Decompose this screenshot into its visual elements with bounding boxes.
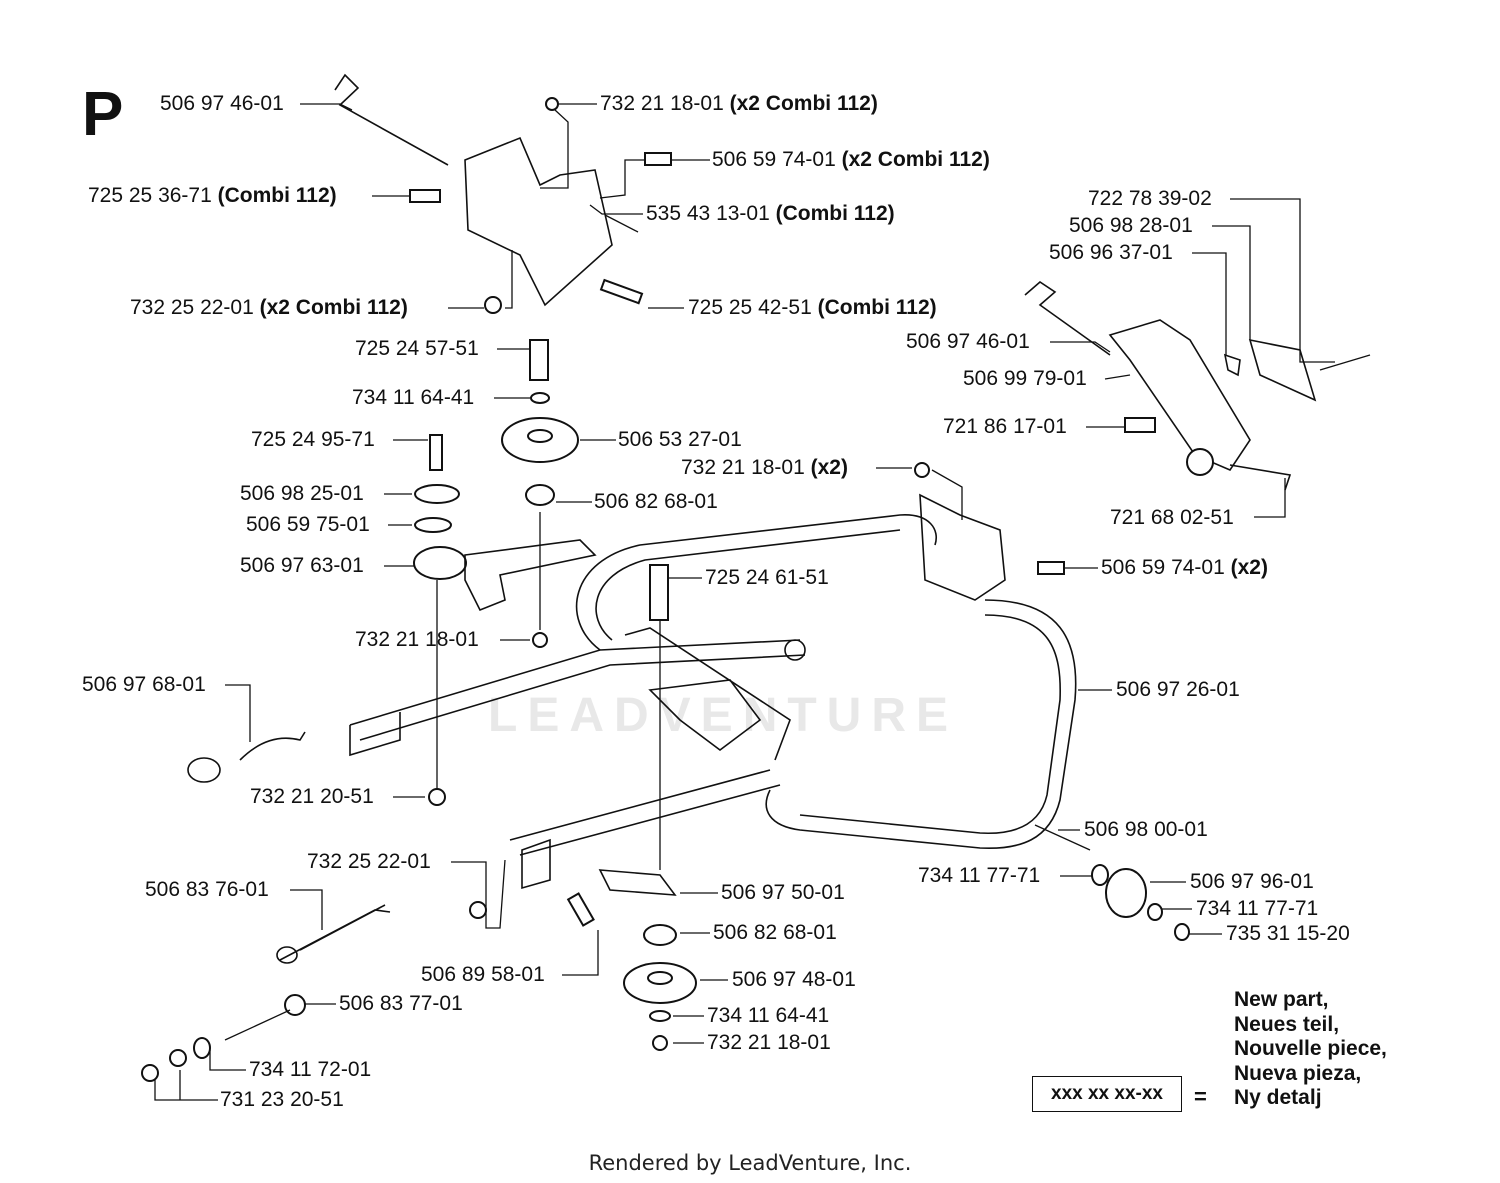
- legend-part-box: xxx xx xx-xx: [1032, 1076, 1182, 1112]
- part-label: 506 89 58-01: [421, 963, 545, 986]
- part-label: 725 25 42-51 (Combi 112): [688, 296, 937, 319]
- part-label: 506 97 26-01: [1116, 678, 1240, 701]
- part-label: 725 25 36-71 (Combi 112): [88, 184, 337, 207]
- part-label: 725 24 57-51: [355, 337, 479, 360]
- part-label: 731 23 20-51: [220, 1088, 344, 1111]
- part-label: 735 31 15-20: [1226, 922, 1350, 945]
- part-label: 734 11 64-41: [707, 1004, 830, 1027]
- part-label: 506 98 25-01: [240, 482, 364, 505]
- legend-text: New part, Neues teil, Nouvelle piece, Nu…: [1234, 988, 1387, 1111]
- legend-line: Nouvelle piece,: [1234, 1037, 1387, 1060]
- part-label: 506 59 74-01 (x2 Combi 112): [712, 148, 990, 171]
- legend-line: New part,: [1234, 988, 1329, 1011]
- part-label: 535 43 13-01 (Combi 112): [646, 202, 895, 225]
- part-label: 506 97 63-01: [240, 554, 364, 577]
- part-label: 506 97 68-01: [82, 673, 206, 696]
- part-label: 721 86 17-01: [943, 415, 1067, 438]
- right-mechanism: [1024, 280, 1371, 491]
- part-label: 506 82 68-01: [594, 490, 718, 513]
- watermark: LEADVENTURE: [488, 689, 959, 742]
- part-label: 506 98 28-01: [1069, 214, 1193, 237]
- part-label: 732 25 22-01: [307, 850, 431, 873]
- footer-credit: Rendered by LeadVenture, Inc.: [588, 1151, 912, 1175]
- part-label: 725 24 61-51: [705, 566, 829, 589]
- part-label: 506 83 76-01: [145, 878, 269, 901]
- part-label: 732 21 18-01 (x2 Combi 112): [600, 92, 878, 115]
- legend-equals: =: [1194, 1084, 1207, 1109]
- part-label: 732 21 18-01: [355, 628, 479, 651]
- part-label: 734 11 72-01: [249, 1058, 372, 1081]
- frame-assembly: [349, 493, 1077, 890]
- part-label: 506 99 79-01: [963, 367, 1087, 390]
- part-label: 506 53 27-01: [618, 428, 742, 451]
- part-label: 721 68 02-51: [1110, 506, 1234, 529]
- part-label: 725 24 95-71: [251, 428, 375, 451]
- part-label: 734 11 77-71: [918, 864, 1041, 887]
- part-label: 506 97 46-01: [160, 92, 284, 115]
- part-label: 732 25 22-01 (x2 Combi 112): [130, 296, 408, 319]
- part-label: 734 11 77-71: [1196, 897, 1319, 920]
- legend-line: Ny detalj: [1234, 1086, 1322, 1109]
- part-label: 732 21 20-51: [250, 785, 374, 808]
- part-label: 506 97 50-01: [721, 881, 845, 904]
- hardware: [141, 97, 1190, 1082]
- section-letter: P: [82, 80, 124, 149]
- top-bracket: [334, 73, 639, 307]
- part-label: 506 59 75-01: [246, 513, 370, 536]
- part-label: 734 11 64-41: [352, 386, 475, 409]
- legend-line: Nueva pieza,: [1234, 1061, 1362, 1085]
- part-label: 506 97 96-01: [1190, 870, 1314, 893]
- legend-line: Neues teil,: [1234, 1012, 1340, 1036]
- part-label: 506 98 00-01: [1084, 818, 1208, 841]
- part-label: 506 82 68-01: [713, 921, 837, 944]
- part-label: 732 21 18-01 (x2): [681, 456, 848, 479]
- part-label: 732 21 18-01: [707, 1031, 831, 1054]
- part-label: 506 97 48-01: [732, 968, 856, 991]
- leader-lines: [154, 103, 1335, 1101]
- part-label: 722 78 39-02: [1088, 187, 1212, 210]
- part-label: 506 97 46-01: [906, 330, 1030, 353]
- part-label: 506 83 77-01: [339, 992, 463, 1015]
- part-label: 506 96 37-01: [1049, 241, 1173, 264]
- part-label: 506 59 74-01 (x2): [1101, 556, 1268, 579]
